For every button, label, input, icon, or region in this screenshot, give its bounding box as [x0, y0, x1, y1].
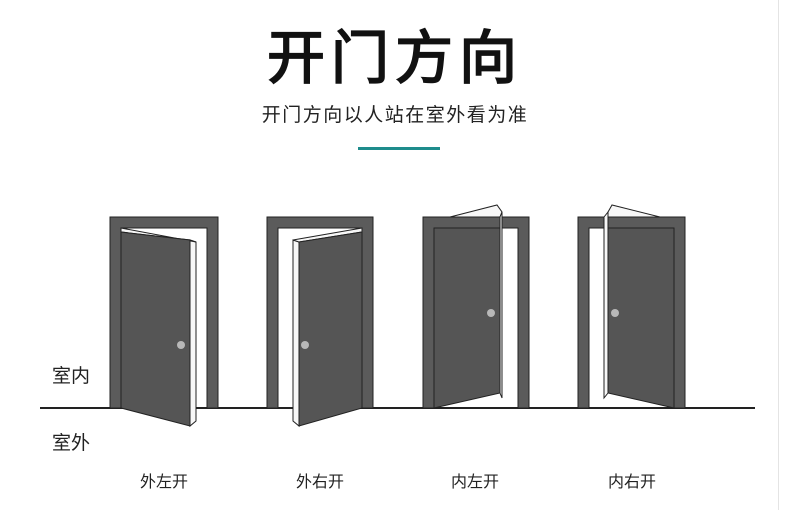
door-panel: [607, 227, 675, 409]
door-edge: [292, 239, 300, 428]
accent-divider: [358, 147, 440, 150]
door-panel: [433, 227, 501, 409]
page-subtitle: 开门方向以人站在室外看为准: [261, 104, 529, 126]
door-inward-left: [422, 204, 530, 409]
page-edge: [778, 0, 779, 510]
page-title: 开门方向: [266, 24, 523, 92]
door-handle: [301, 341, 309, 349]
door-edge: [189, 239, 197, 428]
label-outside: 室外: [52, 432, 91, 454]
caption-outward-left: 外左开: [139, 472, 188, 491]
door-top-edge: [607, 204, 661, 218]
door-panel: [298, 231, 363, 427]
door-panel: [120, 231, 191, 427]
door-top-edge: [449, 204, 503, 218]
label-inside: 室内: [52, 365, 91, 387]
door-edge: [603, 210, 609, 400]
door-handle: [177, 341, 185, 349]
door-outward-left: [109, 216, 219, 428]
caption-outward-right: 外右开: [295, 472, 344, 491]
door-inward-right: [577, 204, 686, 409]
caption-inward-left: 内左开: [450, 472, 499, 491]
door-outward-right: [266, 216, 374, 428]
door-handle: [611, 309, 619, 317]
door-handle: [487, 309, 495, 317]
caption-inward-right: 内右开: [607, 472, 656, 491]
